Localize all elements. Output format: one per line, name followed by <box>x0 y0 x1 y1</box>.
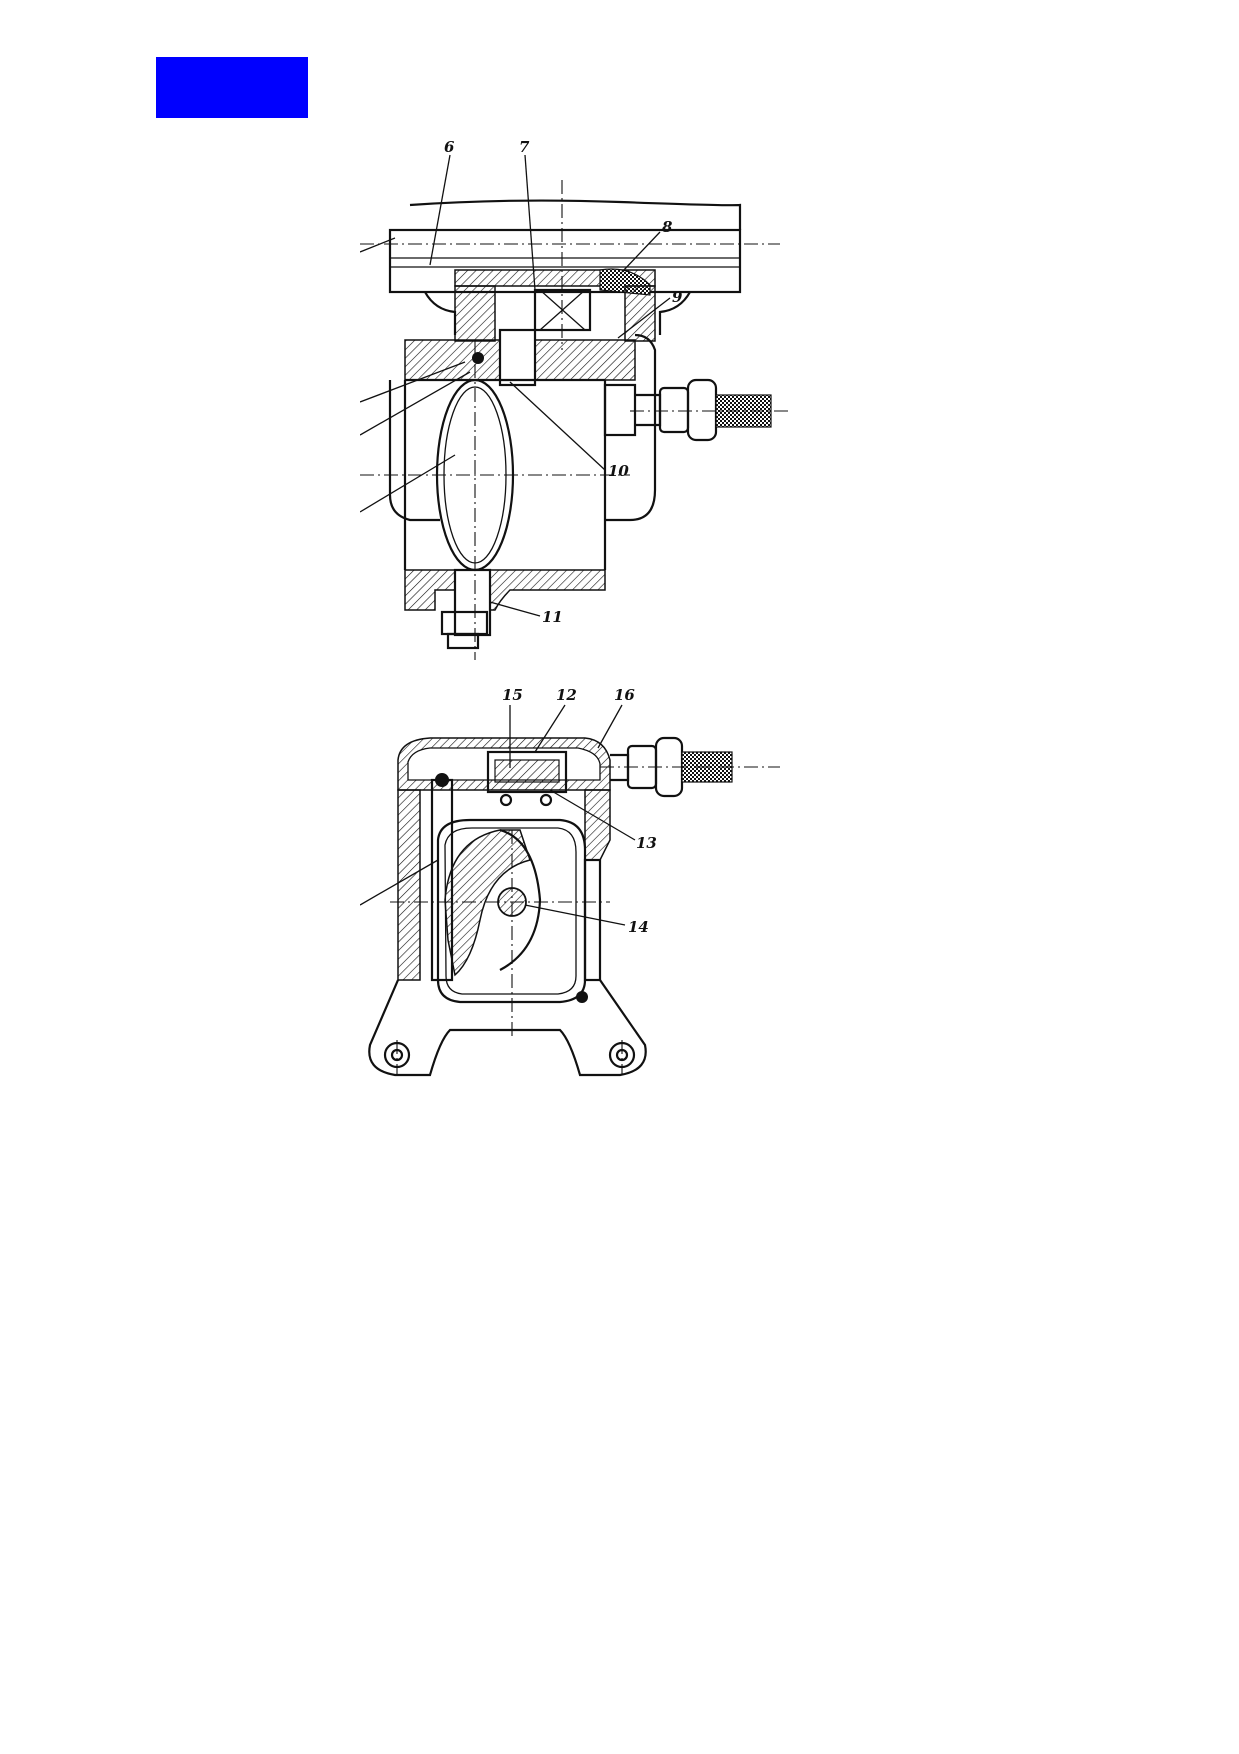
connector-nut-2 <box>686 378 718 442</box>
callout-13: 13 <box>636 834 657 852</box>
cam-sector <box>444 829 531 977</box>
mounting-feet <box>368 979 647 1077</box>
callout-6: 6 <box>444 140 455 156</box>
callout-12: 12 <box>556 686 577 704</box>
flange-left <box>424 291 457 335</box>
body-upper-right <box>534 339 636 381</box>
top-section-view: 6 7 5 8 9 4 3 10 2 11 <box>360 140 790 660</box>
body-upper-left <box>404 339 501 381</box>
callout-11: 11 <box>542 608 563 626</box>
switch-screw-2 <box>539 793 553 807</box>
technical-drawing: 6 7 5 8 9 4 3 10 2 11 <box>360 140 880 1180</box>
switch-block <box>486 750 568 794</box>
connector-nut-1 <box>658 386 690 434</box>
switch-contacts <box>494 759 560 783</box>
connector-neck <box>635 393 662 427</box>
lower-stem <box>453 568 492 637</box>
drawing-svg: 6 7 5 8 9 4 3 10 2 11 <box>360 140 790 1077</box>
flange-right <box>658 291 691 335</box>
switch-screw-1 <box>499 793 513 807</box>
leaders-bottom <box>360 704 636 926</box>
callout-15: 15 <box>502 686 523 704</box>
housing-wall-left <box>397 789 421 981</box>
stop-pin <box>576 991 588 1003</box>
blue-marker-block <box>156 57 308 118</box>
leaders-top <box>360 154 671 617</box>
lower-cap <box>446 632 480 650</box>
shell-left <box>388 380 440 522</box>
mounting-plate <box>388 228 742 294</box>
callout-10: 10 <box>608 462 629 480</box>
base-top-edge <box>409 199 742 230</box>
inner-cavity-line <box>444 827 577 995</box>
callout-9: 9 <box>672 288 683 306</box>
cam-arc <box>499 828 542 971</box>
lower-lug-left <box>404 569 456 611</box>
inner-cavity <box>436 818 587 1004</box>
lower-lug-right <box>489 569 606 611</box>
callout-14: 14 <box>628 918 649 936</box>
bottom-section-view: 15 12 16 13 1 14 <box>360 686 780 1077</box>
housing-left-wall <box>454 285 496 342</box>
lower-nut <box>440 610 489 636</box>
connector-boss <box>603 383 637 437</box>
stem <box>498 328 537 387</box>
shell-right <box>605 333 657 522</box>
housing-wall-right-top <box>584 789 611 861</box>
ball-bearing <box>472 352 484 364</box>
callout-8: 8 <box>662 218 673 236</box>
callout-7: 7 <box>519 140 530 156</box>
callout-16: 16 <box>614 686 635 704</box>
